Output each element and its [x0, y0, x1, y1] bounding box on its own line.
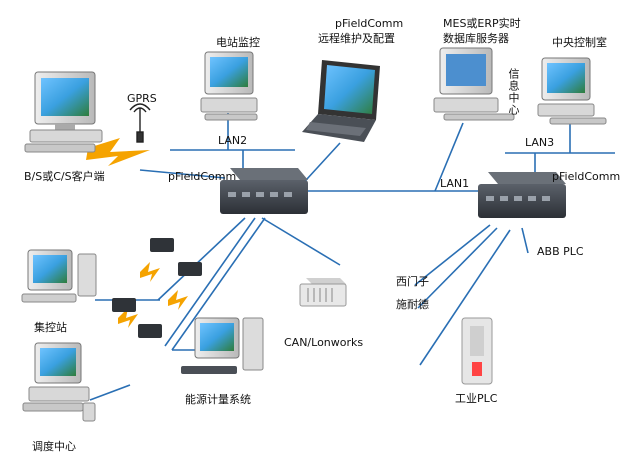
field-line-1 — [157, 217, 246, 301]
dispatch-link — [89, 384, 131, 401]
lightning-icon — [168, 290, 188, 310]
label-can-lonworks: CAN/Lonworks — [284, 336, 364, 349]
label-industrial-plc: 工业PLC — [455, 392, 498, 405]
gateway-icon — [478, 172, 566, 218]
label-dispatch-center: 调度中心 — [32, 440, 76, 453]
label-lan1: LAN1 — [440, 177, 470, 190]
plc-link — [419, 229, 511, 366]
plc-icon — [461, 317, 493, 385]
schneider-link — [417, 227, 498, 309]
computer-icon — [181, 317, 264, 374]
label-power-station-monitor: 电站监控 — [216, 36, 260, 49]
label-siemens: 西门子 — [396, 275, 429, 288]
computer-icon — [200, 51, 258, 121]
label-gateway-right: pFieldComm — [552, 170, 621, 183]
field-line-3 — [171, 217, 266, 351]
can-lonworks-icon — [299, 278, 347, 307]
computer-icon — [22, 342, 96, 422]
modem-icon — [178, 262, 202, 276]
lightning-icons — [86, 138, 188, 328]
computer-icon — [24, 71, 103, 153]
label-schneider: 施耐德 — [396, 298, 429, 311]
modem-icon — [150, 238, 174, 252]
modem-icons — [112, 238, 202, 338]
canlon-link — [261, 217, 341, 266]
computer-icon — [537, 57, 607, 125]
client-link — [139, 169, 226, 179]
field-line-2 — [164, 217, 256, 347]
mes-link — [434, 122, 464, 192]
lightning-icon — [86, 138, 150, 166]
label-lan2: LAN2 — [218, 134, 248, 147]
label-gprs: GPRS — [127, 92, 157, 105]
label-remote-maintenance-2: 远程维护及配置 — [318, 32, 395, 45]
label-info-center: 信息中心 — [507, 68, 520, 116]
network-links — [89, 113, 615, 401]
gateway-icon — [220, 168, 308, 214]
laptop-icon — [302, 60, 380, 142]
label-collection-station: 集控站 — [34, 321, 67, 334]
label-mes-erp-2: 数据库服务器 — [443, 32, 509, 45]
label-mes-erp-1: MES或ERP实时 — [443, 17, 521, 30]
server-icon — [433, 47, 515, 121]
antenna-icon — [129, 103, 151, 143]
modem-icon — [112, 298, 136, 312]
label-gateway-left: pFieldComm — [168, 170, 237, 183]
modem-icon — [138, 324, 162, 338]
lightning-icon — [140, 262, 160, 282]
label-abb-plc: ABB PLC — [537, 245, 584, 258]
label-bs-cs-client: B/S或C/S客户端 — [24, 170, 105, 183]
label-energy-metering: 能源计量系统 — [185, 393, 251, 406]
abb-link — [521, 227, 529, 254]
label-lan3: LAN3 — [525, 136, 555, 149]
label-remote-maintenance-1: pFieldComm — [335, 17, 404, 30]
computer-icon — [21, 249, 97, 303]
siemens-link — [414, 224, 491, 286]
label-central-control: 中央控制室 — [552, 36, 607, 49]
lightning-icon — [118, 308, 138, 328]
